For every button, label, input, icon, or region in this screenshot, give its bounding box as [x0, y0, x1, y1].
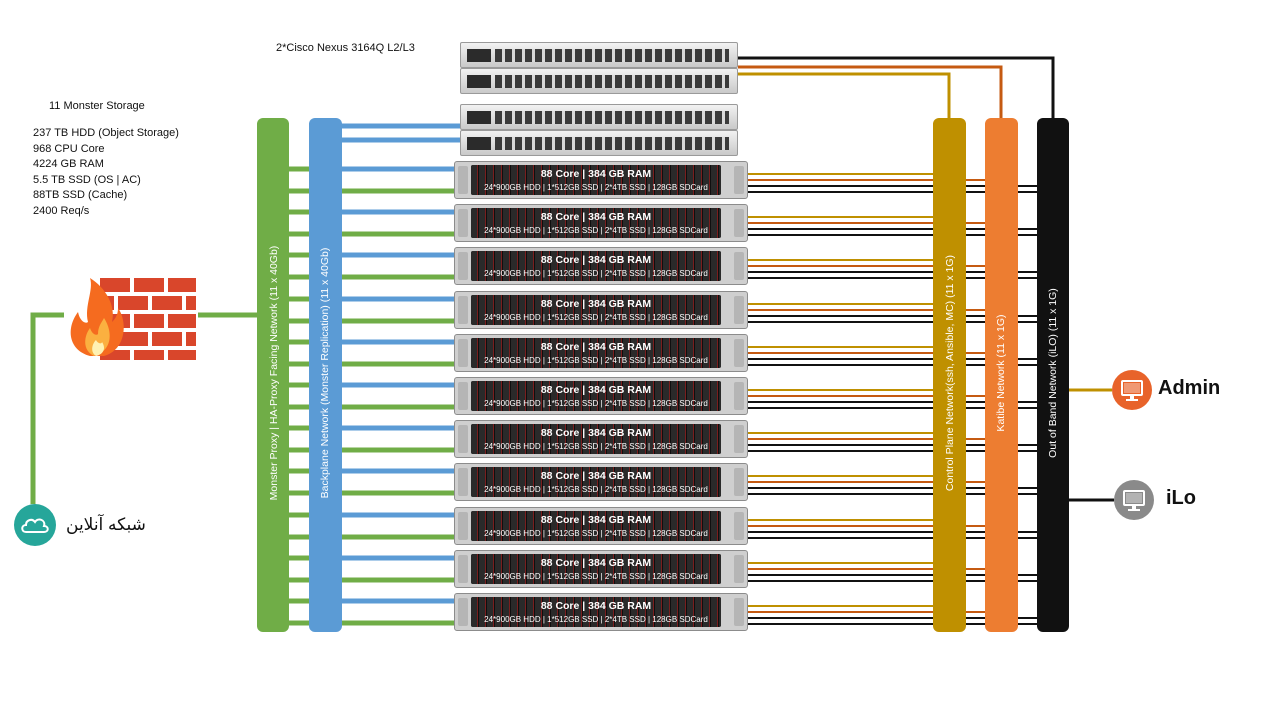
- server-cpu-ram-label: 88 Core | 384 GB RAM: [540, 384, 652, 396]
- server-6: 88 Core | 384 GB RAM 24*900GB HDD | 1*512…: [454, 377, 748, 415]
- spec-ram: 4224 GB RAM: [33, 158, 104, 170]
- server-5: 88 Core | 384 GB RAM 24*900GB HDD | 1*512…: [454, 334, 748, 372]
- backplane-network-label: Backplane Network (Monster Replication) …: [319, 247, 331, 499]
- server-cpu-ram-label: 88 Core | 384 GB RAM: [540, 514, 652, 526]
- server-9: 88 Core | 384 GB RAM 24*900GB HDD | 1*512…: [454, 507, 748, 545]
- switch-1a: [460, 42, 738, 68]
- server-disk-label: 24*900GB HDD | 1*512GB SSD | 2*4TB SSD |…: [484, 485, 708, 494]
- spec-hdd: 237 TB HDD (Object Storage): [33, 127, 179, 139]
- server-cpu-ram-label: 88 Core | 384 GB RAM: [540, 557, 652, 569]
- firewall-icon: [64, 276, 198, 360]
- switch-1b: [460, 68, 738, 94]
- ilo-label: iLo: [1166, 487, 1196, 509]
- server-cpu-ram-label: 88 Core | 384 GB RAM: [540, 427, 652, 439]
- cloud-icon: [14, 504, 56, 546]
- server-disk-label: 24*900GB HDD | 1*512GB SSD | 2*4TB SSD |…: [484, 529, 708, 538]
- admin-monitor-icon[interactable]: [1112, 370, 1152, 410]
- control-network-bar: [933, 118, 966, 632]
- oob-network-label: Out of Band Network (iLO) (11 x 1G): [1047, 288, 1059, 458]
- server-disk-label: 24*900GB HDD | 1*512GB SSD | 2*4TB SSD |…: [484, 226, 708, 235]
- spec-ssd-os: 5.5 TB SSD (OS | AC): [33, 173, 141, 186]
- server-7: 88 Core | 384 GB RAM 24*900GB HDD | 1*512…: [454, 420, 748, 458]
- katibe-network-bar: [985, 118, 1018, 632]
- server-disk-label: 24*900GB HDD | 1*512GB SSD | 2*4TB SSD |…: [484, 572, 708, 581]
- server-disk-label: 24*900GB HDD | 1*512GB SSD | 2*4TB SSD |…: [484, 399, 708, 408]
- server-10: 88 Core | 384 GB RAM 24*900GB HDD | 1*512…: [454, 550, 748, 588]
- server-2: 88 Core | 384 GB RAM 24*900GB HDD | 1*512…: [454, 204, 748, 242]
- control-switch-uplink: [738, 72, 951, 118]
- storage-title: 11 Monster Storage: [49, 100, 145, 112]
- oob-switch-uplink: [738, 56, 1055, 118]
- server-disk-label: 24*900GB HDD | 1*512GB SSD | 2*4TB SSD |…: [484, 356, 708, 365]
- backplane-network-bar: [309, 118, 342, 632]
- proxy-network-label: Monster Proxy | HA-Proxy Facing Network …: [268, 245, 280, 501]
- server-cpu-ram-label: 88 Core | 384 GB RAM: [540, 341, 652, 353]
- katibe-network-label: Katibe Network (11 x 1G): [995, 314, 1007, 432]
- internet-to-firewall-link: [30, 312, 64, 504]
- server-disk-label: 24*900GB HDD | 1*512GB SSD | 2*4TB SSD |…: [484, 183, 708, 192]
- switch-label: 2*Cisco Nexus 3164Q L2/L3: [276, 42, 415, 54]
- server-disk-label: 24*900GB HDD | 1*512GB SSD | 2*4TB SSD |…: [484, 313, 708, 322]
- server-cpu-ram-label: 88 Core | 384 GB RAM: [540, 168, 652, 180]
- server-11: 88 Core | 384 GB RAM 24*900GB HDD | 1*512…: [454, 593, 748, 631]
- spec-cpu: 968 CPU Core: [33, 142, 105, 155]
- oob-network-bar: [1037, 118, 1069, 632]
- switch-2b: [460, 130, 738, 156]
- server-3: 88 Core | 384 GB RAM 24*900GB HDD | 1*512…: [454, 247, 748, 285]
- server-1: 88 Core | 384 GB RAM 24*900GB HDD | 1*512…: [454, 161, 748, 199]
- katibe-switch-uplink: [738, 65, 1003, 118]
- spec-ssd-cache: 88TB SSD (Cache): [33, 189, 128, 201]
- server-cpu-ram-label: 88 Core | 384 GB RAM: [540, 470, 652, 482]
- server-cpu-ram-label: 88 Core | 384 GB RAM: [540, 254, 652, 266]
- server-cpu-ram-label: 88 Core | 384 GB RAM: [540, 298, 652, 310]
- proxy-network-bar: [257, 118, 289, 632]
- control-network-label: Control Plane Network(ssh, Ansible, MC) …: [944, 254, 956, 492]
- admin-label: Admin: [1158, 377, 1221, 399]
- server-cpu-ram-label: 88 Core | 384 GB RAM: [540, 600, 652, 612]
- ilo-monitor-icon[interactable]: [1114, 480, 1154, 520]
- switch-2a: [460, 104, 738, 130]
- internet-label: شبکه آنلاین: [66, 515, 146, 534]
- server-disk-label: 24*900GB HDD | 1*512GB SSD | 2*4TB SSD |…: [484, 269, 708, 278]
- server-8: 88 Core | 384 GB RAM 24*900GB HDD | 1*512…: [454, 463, 748, 501]
- server-cpu-ram-label: 88 Core | 384 GB RAM: [540, 211, 652, 223]
- server-disk-label: 24*900GB HDD | 1*512GB SSD | 2*4TB SSD |…: [484, 442, 708, 451]
- spec-req: 2400 Req/s: [33, 204, 90, 217]
- server-disk-label: 24*900GB HDD | 1*512GB SSD | 2*4TB SSD |…: [484, 615, 708, 624]
- storage-specs: 237 TB HDD (Object Storage) 968 CPU Core…: [33, 126, 179, 219]
- server-4: 88 Core | 384 GB RAM 24*900GB HDD | 1*512…: [454, 291, 748, 329]
